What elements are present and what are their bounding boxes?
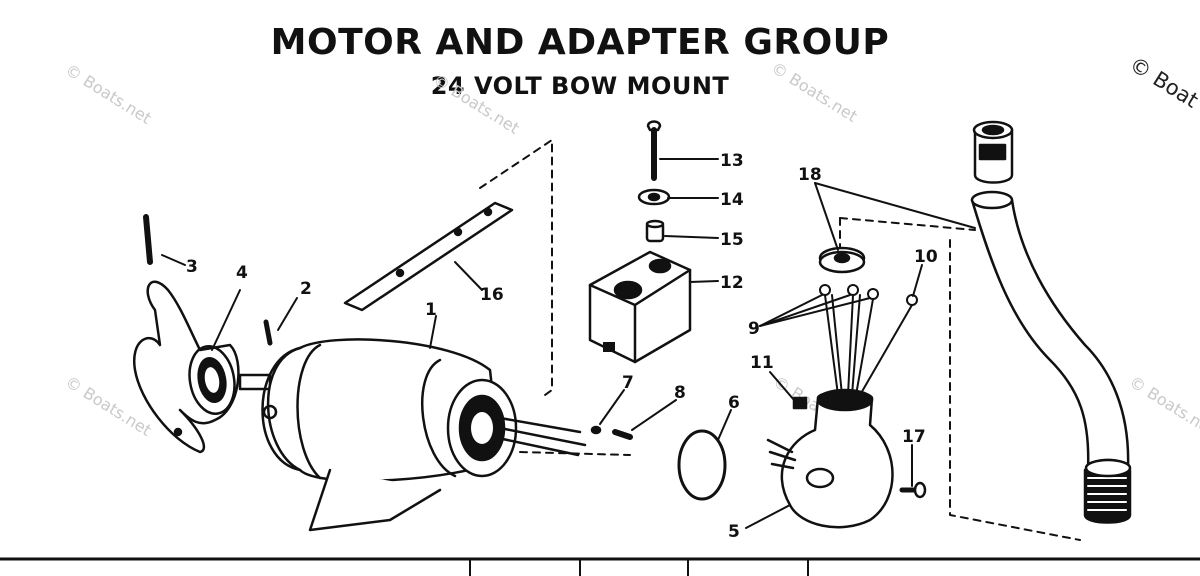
- diagram-subtitle: 24 VOLT BOW MOUNT: [430, 72, 730, 100]
- pin-3: [143, 214, 153, 265]
- callout-1: 1: [425, 300, 437, 320]
- callout-17: 17: [902, 427, 926, 447]
- motor-1: [238, 338, 587, 532]
- callout-16: 16: [480, 285, 504, 305]
- block-12: [588, 250, 692, 364]
- callout-13: 13: [720, 151, 744, 171]
- callout-10: 10: [914, 247, 938, 267]
- callout-6: 6: [728, 393, 740, 413]
- callout-18: 18: [798, 165, 822, 185]
- housing-5: [766, 388, 894, 529]
- callout-9: 9: [748, 319, 760, 339]
- propeller-4: [132, 280, 240, 454]
- key-2: [263, 319, 273, 346]
- wires-9-10: [819, 284, 918, 396]
- callout-15: 15: [720, 230, 744, 250]
- callout-4: 4: [236, 263, 248, 283]
- tube: [970, 190, 1130, 478]
- coupling: [972, 120, 1014, 184]
- callout-14: 14: [720, 190, 744, 210]
- callout-8: 8: [674, 383, 686, 403]
- callout-2: 2: [300, 279, 312, 299]
- bushing-15: [645, 219, 665, 243]
- bolt-17: [899, 481, 927, 499]
- callout-12: 12: [720, 273, 744, 293]
- nut-11: [792, 396, 808, 410]
- callout-3: 3: [186, 257, 198, 277]
- diagram-title: MOTOR AND ADAPTER GROUP: [270, 22, 890, 63]
- callout-7: 7: [622, 373, 634, 393]
- pin-8: [612, 429, 633, 440]
- callout-11: 11: [750, 353, 774, 373]
- callout-5: 5: [728, 522, 740, 542]
- bracket-16: [343, 201, 514, 312]
- threaded-end: [1083, 458, 1132, 524]
- screw-13: [646, 120, 662, 181]
- grommet-18: [818, 246, 866, 274]
- pin-7: [590, 425, 602, 435]
- o-ring-6: [677, 429, 727, 501]
